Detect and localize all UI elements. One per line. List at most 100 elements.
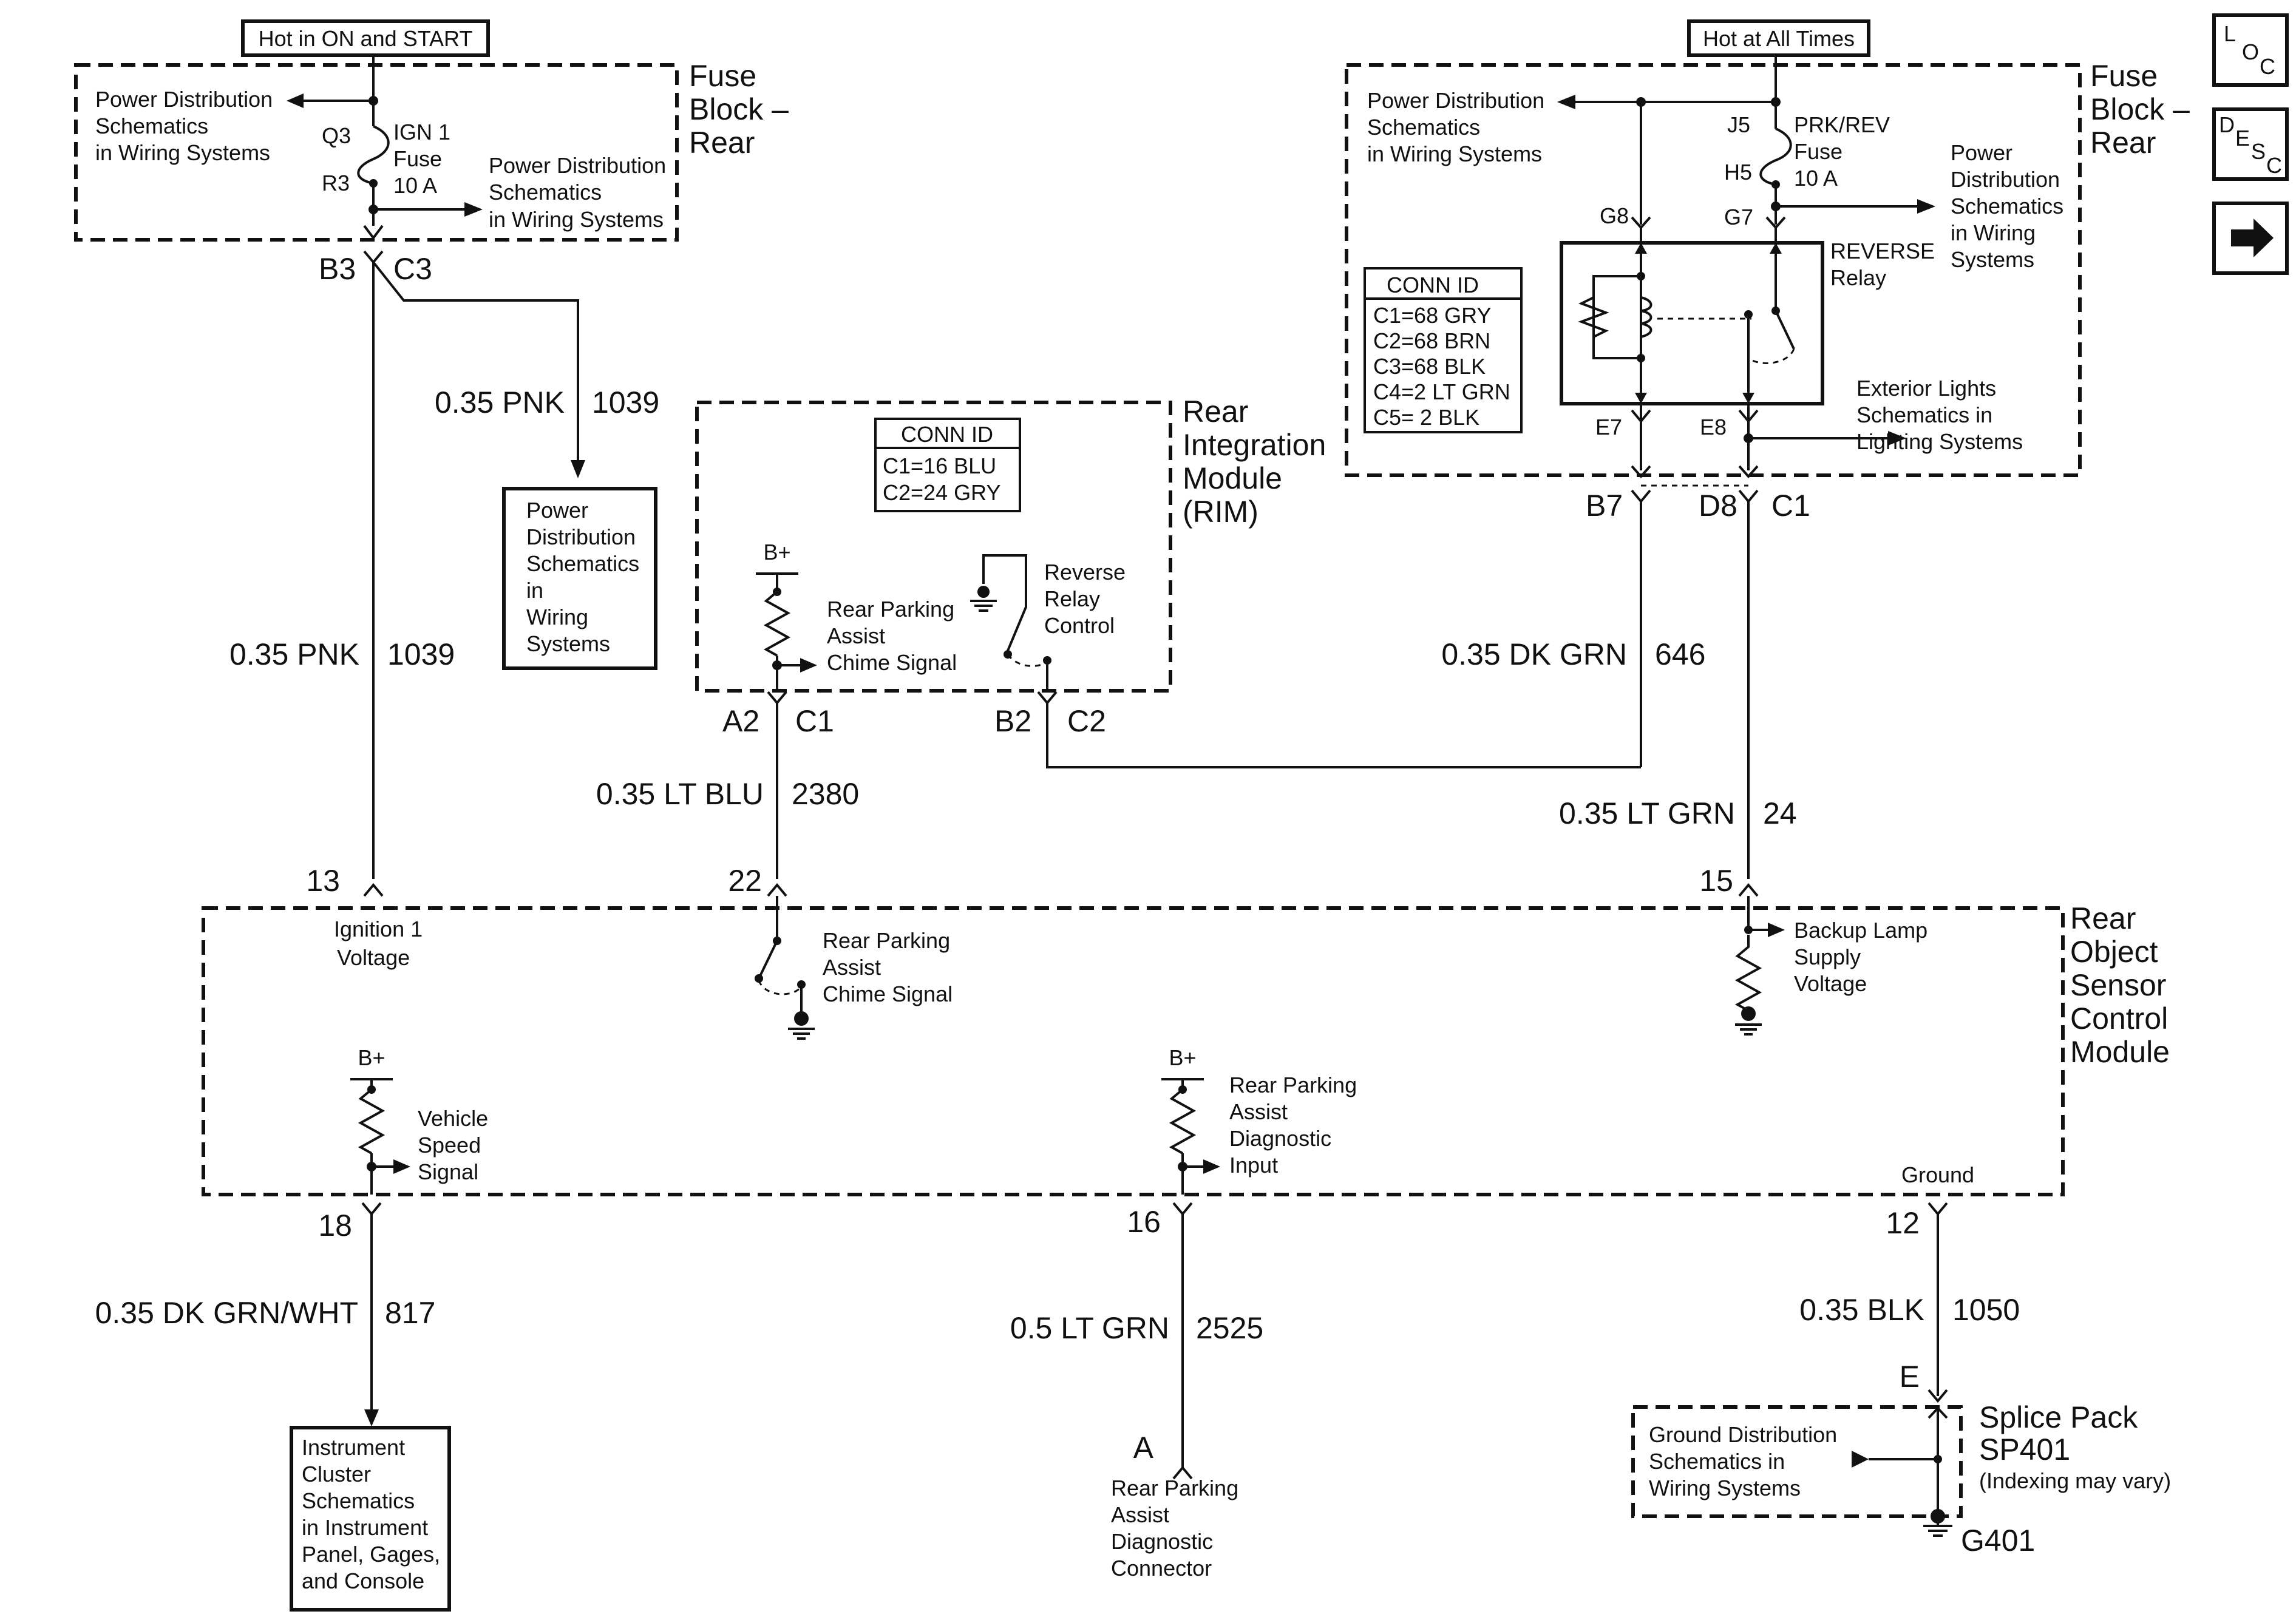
svg-text:13: 13 [306, 864, 340, 898]
svg-text:Wiring Systems: Wiring Systems [1649, 1476, 1801, 1500]
svg-text:Power: Power [1951, 140, 2012, 165]
fuse-block-right: Fuse Block – Rear Power Distribution Sch… [1345, 59, 2190, 479]
svg-text:Panel, Gages,: Panel, Gages, [302, 1542, 440, 1567]
svg-text:22: 22 [728, 864, 762, 898]
svg-text:C3: C3 [393, 252, 432, 286]
svg-text:Schematics: Schematics [489, 180, 602, 205]
svg-text:Integration: Integration [1183, 428, 1326, 462]
wire-ltgrn-circuit: 24 [1763, 796, 1797, 830]
svg-text:in Wiring Systems: in Wiring Systems [1367, 141, 1542, 166]
svg-text:Object: Object [2070, 935, 2158, 969]
svg-text:in: in [526, 578, 543, 603]
svg-text:10 A: 10 A [1794, 166, 1838, 191]
reverse-relay: REVERSE Relay [1560, 228, 1935, 405]
svg-text:Power Distribution: Power Distribution [1367, 88, 1544, 113]
svg-text:Ground Distribution: Ground Distribution [1649, 1422, 1837, 1447]
svg-text:Rear: Rear [689, 126, 755, 160]
svg-text:C2=24 GRY: C2=24 GRY [883, 480, 1000, 505]
svg-text:B+: B+ [763, 540, 790, 564]
svg-text:Ignition 1: Ignition 1 [334, 917, 423, 941]
svg-text:REVERSE: REVERSE [1830, 239, 1935, 263]
wire-pnk-lower-size: 0.35 PNK [229, 637, 359, 671]
svg-text:Systems: Systems [526, 631, 610, 656]
wire-dkgrn-size: 0.35 DK GRN [1441, 637, 1627, 671]
svg-text:SP401: SP401 [1979, 1432, 2070, 1466]
wire-ltgrn-size: 0.35 LT GRN [1559, 796, 1735, 830]
wire-pnk-lower-circuit: 1039 [387, 637, 455, 671]
svg-text:E: E [1900, 1360, 1920, 1394]
svg-text:Diagnostic: Diagnostic [1229, 1126, 1331, 1151]
desc-button[interactable]: D E S C [2212, 107, 2289, 181]
svg-text:Fuse: Fuse [1794, 139, 1843, 164]
svg-text:Assist: Assist [1111, 1502, 1169, 1527]
svg-text:Schematics in: Schematics in [1649, 1449, 1785, 1474]
svg-text:Backup Lamp: Backup Lamp [1794, 918, 1927, 943]
svg-text:B+: B+ [358, 1045, 385, 1070]
svg-text:Chime Signal: Chime Signal [823, 981, 953, 1006]
svg-text:Exterior Lights: Exterior Lights [1856, 376, 1996, 401]
svg-text:Power Distribution: Power Distribution [489, 153, 666, 178]
svg-text:Wiring: Wiring [526, 605, 588, 629]
svg-text:B7: B7 [1586, 489, 1623, 523]
rear-integration-module: Rear Integration Module (RIM) CONN ID C1… [695, 395, 1326, 693]
svg-text:L: L [2224, 21, 2236, 46]
svg-text:C1: C1 [1771, 489, 1810, 523]
svg-text:Assist: Assist [1229, 1099, 1288, 1124]
svg-text:S: S [2251, 139, 2266, 164]
svg-text:Lighting Systems: Lighting Systems [1856, 429, 2023, 454]
svg-text:C: C [2266, 153, 2282, 178]
svg-text:E8: E8 [1700, 415, 1727, 439]
hot-all-times-label: Hot at All Times [1687, 19, 1870, 57]
svg-text:Distribution: Distribution [526, 524, 636, 549]
wire-ltblu-size: 0.35 LT BLU [596, 777, 764, 811]
svg-text:C2: C2 [1067, 704, 1106, 738]
svg-text:Voltage: Voltage [1794, 971, 1867, 996]
svg-text:A2: A2 [722, 704, 759, 738]
svg-text:10 A: 10 A [393, 173, 437, 198]
svg-text:Relay: Relay [1830, 265, 1886, 290]
svg-text:B+: B+ [1169, 1045, 1196, 1070]
svg-text:Rear Parking: Rear Parking [827, 597, 954, 622]
svg-text:Voltage: Voltage [337, 945, 410, 970]
svg-text:C2=68 BRN: C2=68 BRN [1373, 328, 1490, 353]
svg-text:Diagnostic: Diagnostic [1111, 1529, 1213, 1554]
svg-text:Fuse: Fuse [393, 146, 442, 171]
svg-text:Rear Parking: Rear Parking [1111, 1476, 1238, 1500]
svg-text:CONN ID: CONN ID [1387, 273, 1479, 297]
connector-b3-c3: B3 C3 [319, 225, 432, 286]
hot-on-start-label: Hot in ON and START [241, 19, 490, 57]
svg-text:16: 16 [1127, 1205, 1161, 1239]
svg-text:Cluster: Cluster [302, 1462, 371, 1486]
svg-text:Instrument: Instrument [302, 1435, 405, 1460]
svg-text:(RIM): (RIM) [1183, 495, 1258, 529]
wire-pnk-upper-size: 0.35 PNK [435, 385, 565, 419]
instrument-cluster-box: Instrument Cluster Schematics in Instrum… [290, 1426, 451, 1612]
svg-text:Sensor: Sensor [2070, 968, 2166, 1002]
svg-text:Rear: Rear [2090, 126, 2156, 160]
svg-text:C3=68 BLK: C3=68 BLK [1373, 354, 1486, 379]
svg-text:H5: H5 [1724, 160, 1752, 185]
svg-text:B2: B2 [994, 704, 1031, 738]
svg-text:Assist: Assist [827, 623, 885, 648]
svg-text:D: D [2219, 112, 2235, 137]
svg-text:A: A [1133, 1431, 1154, 1465]
next-page-button[interactable] [2212, 202, 2289, 275]
svg-text:G401: G401 [1961, 1524, 2035, 1558]
svg-text:Chime Signal: Chime Signal [827, 650, 957, 675]
wire-pnk-upper-circuit: 1039 [592, 385, 659, 419]
svg-text:Control: Control [2070, 1002, 2168, 1036]
wire-ltgrn5-size: 0.5 LT GRN [1010, 1311, 1169, 1345]
svg-text:Schematics: Schematics [526, 551, 639, 576]
wire-dkgrn-circuit: 646 [1655, 637, 1705, 671]
wire-ltblu-circuit: 2380 [792, 777, 859, 811]
svg-text:Input: Input [1229, 1153, 1278, 1178]
pdist-left-label: Power Distribution [95, 87, 273, 112]
loc-button[interactable]: L O C [2212, 13, 2289, 87]
svg-text:PRK/REV: PRK/REV [1794, 112, 1890, 137]
svg-text:15: 15 [1699, 864, 1733, 898]
svg-text:Distribution: Distribution [1951, 167, 2060, 192]
svg-text:Rear Parking: Rear Parking [1229, 1073, 1357, 1097]
svg-text:Q3: Q3 [322, 123, 351, 148]
svg-text:Supply: Supply [1794, 944, 1861, 969]
svg-text:Block –: Block – [2090, 92, 2190, 126]
